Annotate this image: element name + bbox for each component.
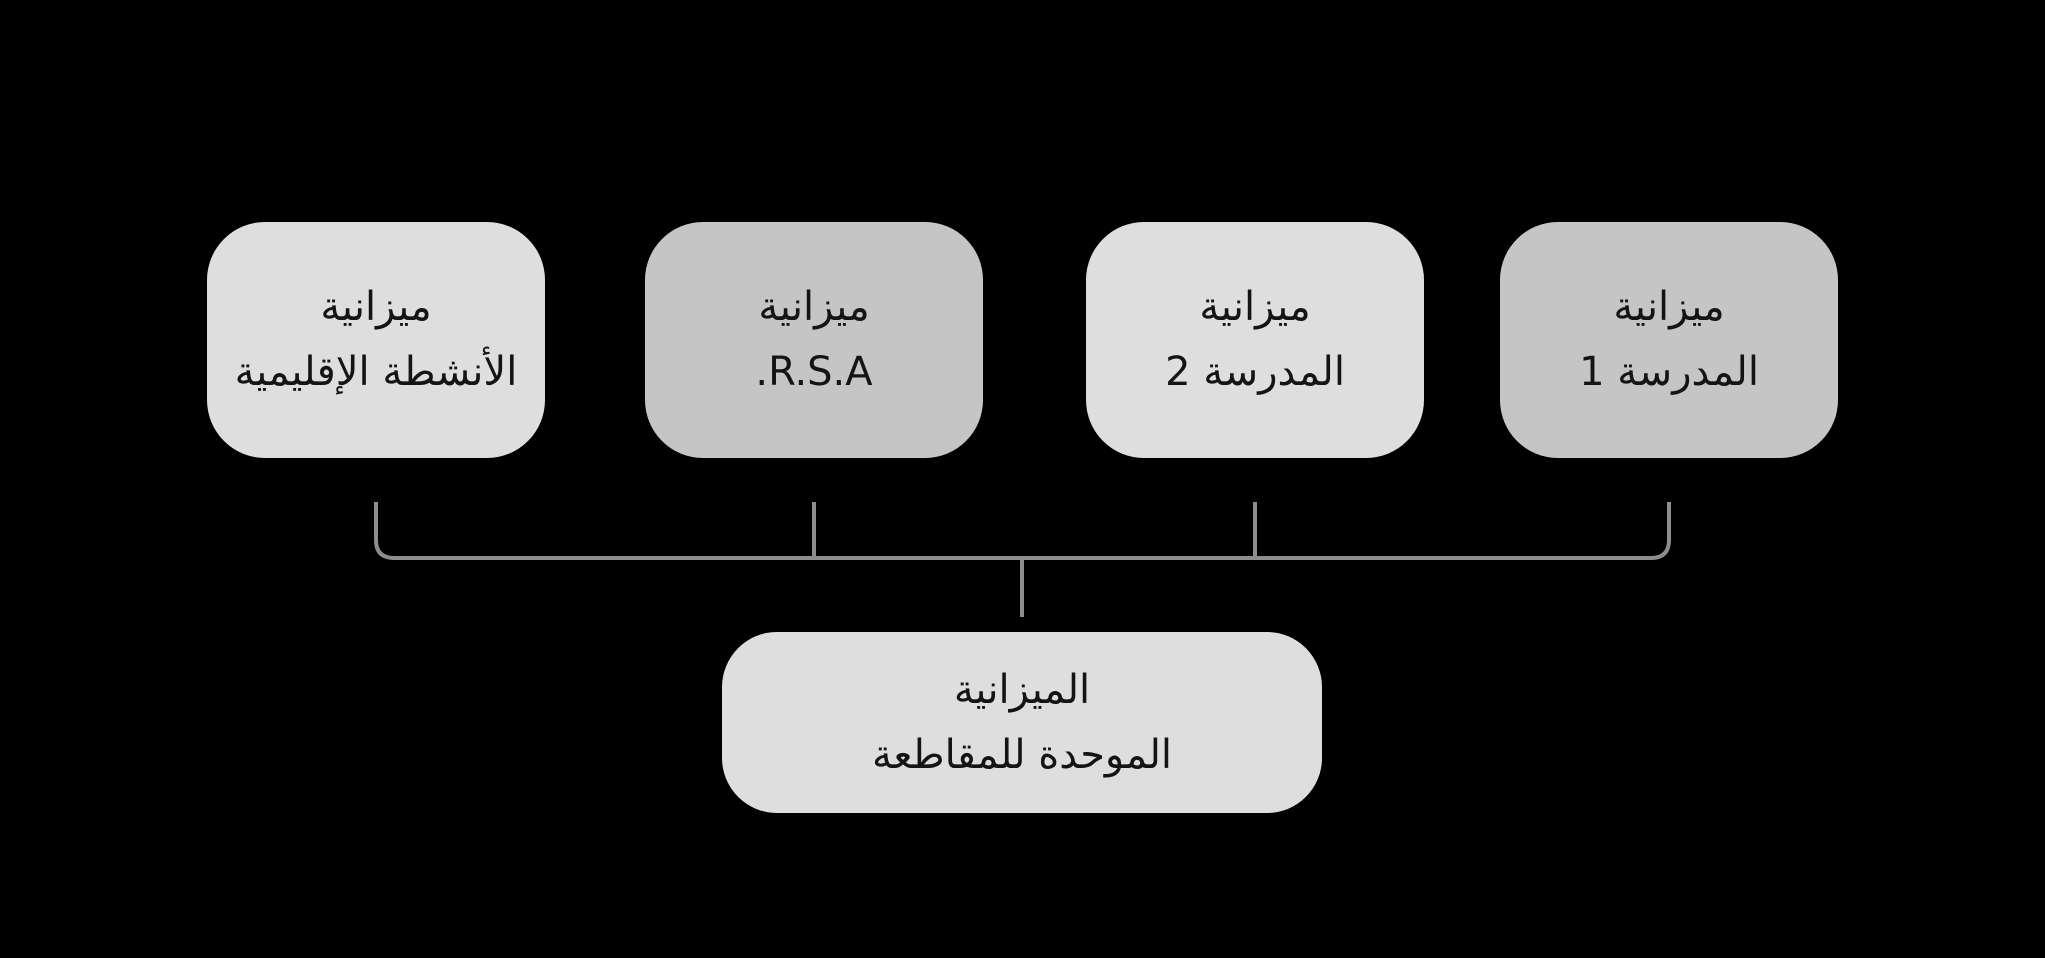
connector-bracket xyxy=(374,502,1671,560)
box-regional-activities-budget: ميزانية الأنشطة الإقليمية xyxy=(207,222,545,458)
box-regional-activities-budget-line1: ميزانية xyxy=(320,284,432,331)
box-school-1-budget-line2: المدرسة 1 xyxy=(1579,349,1759,395)
box-regional-activities-budget-line2: الأنشطة الإقليمية xyxy=(234,349,518,395)
box-rsa-budget-line1: ميزانية xyxy=(758,284,870,331)
box-consolidated-district-budget: الميزانية الموحدة للمقاطعة xyxy=(722,632,1322,813)
box-school-1-budget-line1: ميزانية xyxy=(1613,284,1725,331)
box-school-2-budget-line2: المدرسة 2 xyxy=(1165,349,1345,395)
box-school-2-budget: ميزانية المدرسة 2 xyxy=(1086,222,1424,458)
box-consolidated-district-budget-line2: الموحدة للمقاطعة xyxy=(871,731,1173,778)
box-rsa-budget-line2: R.S.A. xyxy=(755,349,873,395)
box-rsa-budget: ميزانية R.S.A. xyxy=(645,222,983,458)
box-consolidated-district-budget-line1: الميزانية xyxy=(953,666,1091,713)
box-school-1-budget: ميزانية المدرسة 1 xyxy=(1500,222,1838,458)
box-school-2-budget-line1: ميزانية xyxy=(1199,284,1311,331)
